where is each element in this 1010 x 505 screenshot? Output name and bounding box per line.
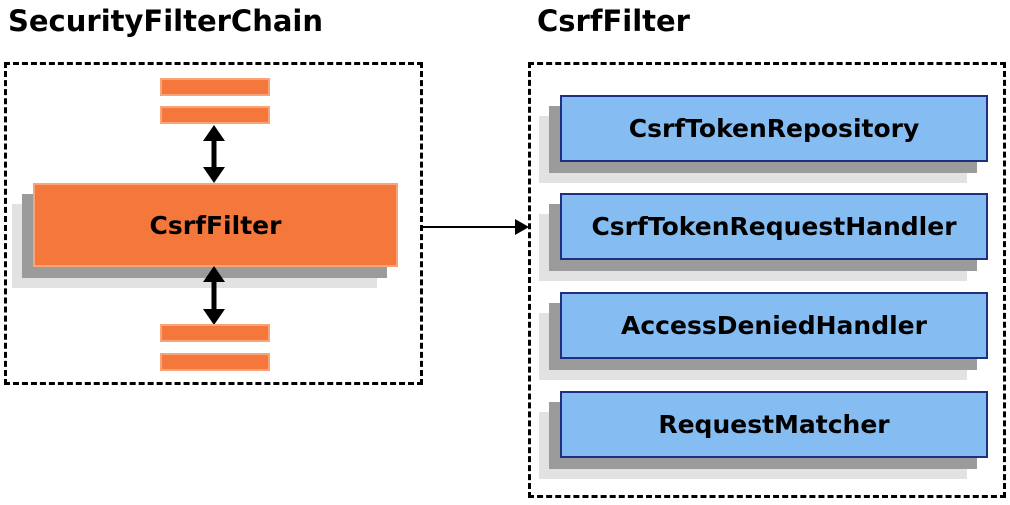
component-label: AccessDeniedHandler (621, 311, 927, 340)
bidirectional-arrow-icon (203, 266, 225, 325)
security-filter-chain-title: SecurityFilterChain (8, 4, 324, 38)
filter-placeholder-bar (160, 353, 270, 371)
filter-placeholder-bar (160, 106, 270, 124)
security-filter-chain-container (4, 62, 423, 385)
access-denied-handler-node: AccessDeniedHandler (560, 292, 988, 359)
bidirectional-arrow-icon (203, 125, 225, 183)
csrf-token-request-handler-node: CsrfTokenRequestHandler (560, 193, 988, 260)
filter-placeholder-bar (160, 324, 270, 342)
flow-arrow-icon (423, 219, 529, 235)
csrf-filter-node: CsrfFilter (33, 183, 398, 267)
component-label: CsrfTokenRequestHandler (591, 212, 957, 241)
request-matcher-node: RequestMatcher (560, 391, 988, 458)
filter-placeholder-bar (160, 78, 270, 96)
csrf-filter-node-label: CsrfFilter (149, 210, 282, 240)
csrf-filter-container (528, 62, 1006, 498)
component-label: RequestMatcher (658, 410, 890, 439)
csrf-filter-title: CsrfFilter (537, 4, 690, 38)
csrf-token-repository-node: CsrfTokenRepository (560, 95, 988, 162)
component-label: CsrfTokenRepository (628, 114, 920, 143)
